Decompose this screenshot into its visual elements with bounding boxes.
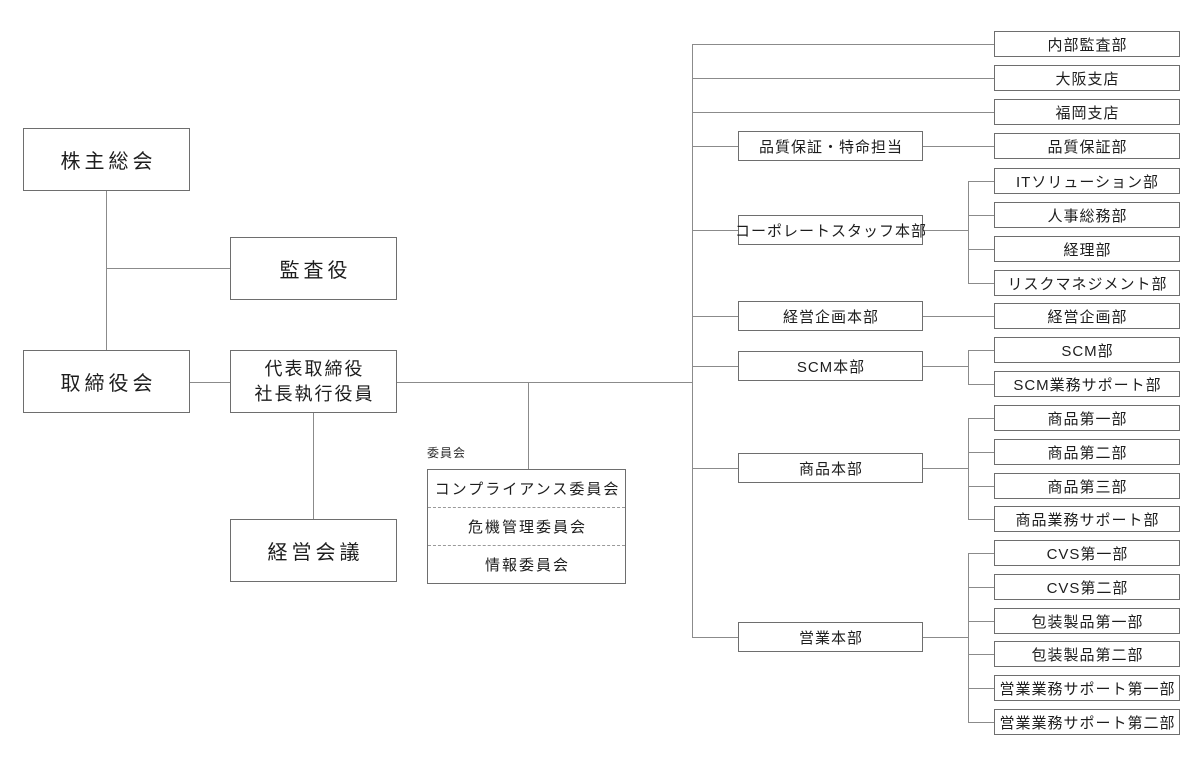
connector-line [968,553,994,554]
department-box: 包装製品第二部 [994,641,1180,667]
connector-line [313,413,314,519]
department-box: 福岡支店 [994,99,1180,125]
connector-line [692,468,738,469]
connector-line [692,112,994,113]
department-box: 営業業務サポート第二部 [994,709,1180,735]
connector-line [692,637,738,638]
connector-line [968,519,994,520]
department-box: ITソリューション部 [994,168,1180,194]
department-box: 包装製品第一部 [994,608,1180,634]
committee-item: 情報委員会 [428,545,625,583]
connector-line [923,637,968,638]
department-box: 経営企画部 [994,303,1180,329]
connector-line [968,215,994,216]
connector-line [106,191,107,350]
department-box: SCM部 [994,337,1180,363]
division-corporate-planning: 経営企画本部 [738,301,923,331]
department-box: 商品業務サポート部 [994,506,1180,532]
connector-line [968,418,994,419]
connector-line [923,316,994,317]
department-box: CVS第一部 [994,540,1180,566]
department-box: CVS第二部 [994,574,1180,600]
connector-line [923,230,968,231]
connector-line [968,350,994,351]
connector-line [968,452,994,453]
connector-line [968,283,994,284]
division-corporate-staff: コーポレートスタッフ本部 [735,215,926,245]
connector-line [968,350,969,384]
committees-label: 委員会 [427,446,467,460]
connector-line [968,621,994,622]
trunk-line [692,44,693,637]
division-merchandise: 商品本部 [738,453,923,483]
connector-line [968,181,969,283]
connector-line [692,44,994,45]
connector-line [968,249,994,250]
connector-line [692,78,994,79]
department-box: 大阪支店 [994,65,1180,91]
connector-line [923,468,968,469]
node-president: 代表取締役 社長執行役員 [230,350,397,413]
node-auditor: 監査役 [230,237,397,300]
department-box: 商品第三部 [994,473,1180,499]
department-box: 品質保証部 [994,133,1180,159]
department-box: 内部監査部 [994,31,1180,57]
connector-line [968,181,994,182]
connector-line [106,268,230,269]
connector-line [968,688,994,689]
division-sales: 営業本部 [738,622,923,652]
connector-line [923,366,968,367]
connector-line [692,316,738,317]
connector-line [692,230,738,231]
connector-line [968,722,994,723]
department-box: リスクマネジメント部 [994,270,1180,296]
department-box: 商品第一部 [994,405,1180,431]
connector-line [968,553,969,722]
department-box: SCM業務サポート部 [994,371,1180,397]
committees-box: コンプライアンス委員会 危機管理委員会 情報委員会 [427,469,626,584]
president-title-line1: 代表取締役 [264,359,365,380]
department-box: 人事総務部 [994,202,1180,228]
connector-line [923,146,994,147]
committee-item: コンプライアンス委員会 [434,481,621,498]
connector-line [692,366,738,367]
connector-line [968,384,994,385]
connector-line [190,382,230,383]
connector-line [397,382,692,383]
department-box: 商品第二部 [994,439,1180,465]
committee-item: 危機管理委員会 [428,507,625,545]
division-scm: SCM本部 [738,351,923,381]
connector-line [968,654,994,655]
node-shareholders-meeting: 株主総会 [23,128,190,191]
connector-line [692,146,738,147]
connector-line [968,587,994,588]
division-quality-assurance: 品質保証・特命担当 [738,131,923,161]
department-box: 経理部 [994,236,1180,262]
node-management-council: 経営会議 [230,519,397,582]
committee-connector-line [528,382,529,469]
president-title-line2: 社長執行役員 [254,383,375,404]
node-board-of-directors: 取締役会 [23,350,190,413]
connector-line [968,486,994,487]
connector-line [968,418,969,519]
department-box: 営業業務サポート第一部 [994,675,1180,701]
